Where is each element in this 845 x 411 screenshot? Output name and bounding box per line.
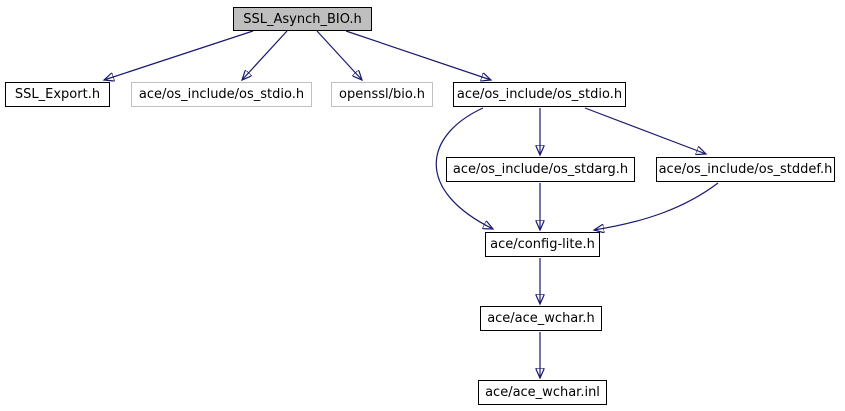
edge-root-to-openssl-bio — [316, 30, 362, 80]
node-openssl-bio-h: openssl/bio.h — [331, 82, 433, 107]
edge-os-stddef-to-config-lite — [594, 182, 719, 230]
node-ssl-export-h[interactable]: SSL_Export.h — [5, 82, 110, 107]
edge-os-stdio-to-os-stddef — [584, 107, 706, 154]
node-os-stdarg-h[interactable]: ace/os_include/os_stdarg.h — [446, 157, 635, 182]
node-ace-wchar-inl[interactable]: ace/ace_wchar.inl — [478, 380, 607, 405]
edge-os-stdio-to-config-lite — [435, 107, 493, 229]
edge-root-to-os-stdio — [345, 30, 491, 80]
node-ssl-asynch-bio-h: SSL_Asynch_BIO.h — [233, 7, 372, 31]
node-os-stdio-h-external: ace/os_include/os_stdio.h — [131, 82, 312, 107]
edge-root-to-ssl-export — [104, 30, 254, 80]
edge-root-to-os-stdio-ext — [242, 30, 288, 80]
node-ace-wchar-h[interactable]: ace/ace_wchar.h — [480, 306, 602, 331]
node-config-lite-h[interactable]: ace/config-lite.h — [485, 232, 600, 257]
node-os-stddef-h[interactable]: ace/os_include/os_stddef.h — [656, 157, 835, 182]
node-os-stdio-h[interactable]: ace/os_include/os_stdio.h — [453, 82, 626, 107]
